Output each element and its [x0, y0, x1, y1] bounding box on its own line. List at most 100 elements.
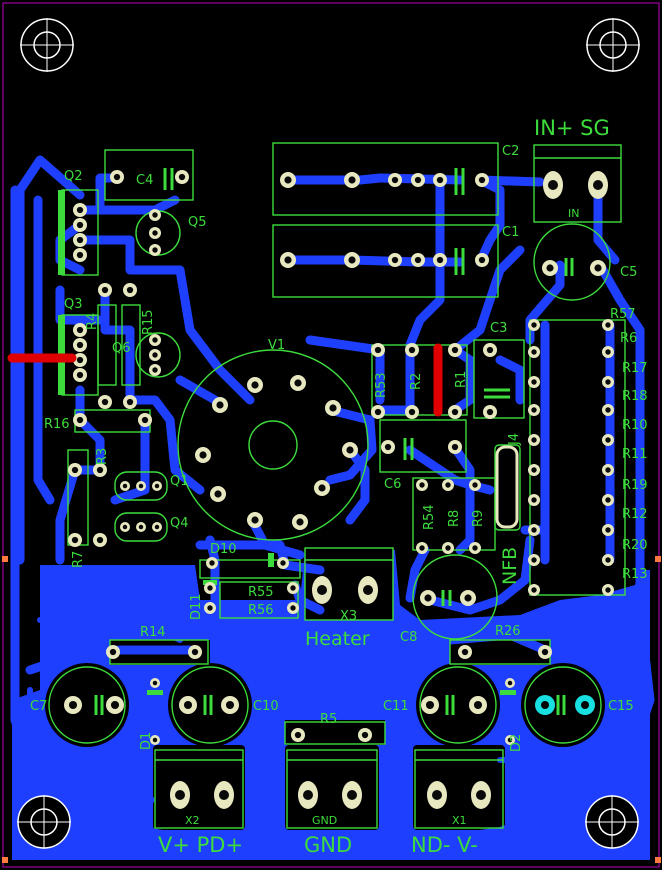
pads	[64, 170, 614, 809]
label-r3: R3	[95, 448, 110, 465]
pad-hole	[408, 408, 416, 416]
pad-hole	[152, 367, 158, 373]
pad-hole	[71, 466, 79, 474]
pad-hole	[251, 381, 259, 389]
q2-bar	[58, 190, 65, 275]
pad-hole	[209, 560, 215, 566]
pad-hole	[318, 484, 326, 492]
pad-hole	[531, 407, 537, 413]
pad-hole	[199, 451, 207, 459]
mounting-hole-br	[585, 795, 639, 849]
label-gnd-small: GND	[312, 814, 337, 827]
pad-hole	[154, 524, 160, 530]
pad-hole	[294, 731, 302, 739]
pad-hole	[152, 352, 158, 358]
label-r11: R11	[622, 447, 648, 462]
label-c4: C4	[136, 173, 153, 188]
pad-hole	[290, 605, 296, 611]
pad-hole	[138, 483, 144, 489]
pad-hole	[216, 401, 224, 409]
pad-hole	[76, 206, 84, 214]
label-d2: D2	[509, 734, 524, 752]
label-x1: X1	[452, 814, 467, 827]
pad-hole	[605, 587, 611, 593]
label-r19: R19	[622, 478, 648, 493]
pad-hole	[113, 173, 121, 181]
terminal-hole	[347, 790, 357, 800]
edge-markers	[2, 556, 661, 863]
label-r12: R12	[622, 507, 648, 522]
label-q5: Q5	[188, 215, 207, 230]
label-r53: R53	[374, 372, 389, 398]
label-r6: R6	[620, 331, 637, 346]
j4-header	[495, 445, 519, 529]
terminal-hole	[593, 180, 603, 190]
pad-hole	[76, 221, 84, 229]
pad-hole	[507, 737, 513, 743]
label-r26: R26	[495, 624, 521, 639]
label-r2: R2	[409, 373, 424, 390]
cap-symbols	[94, 168, 574, 715]
pad-hole	[605, 557, 611, 563]
pad-hole	[464, 594, 472, 602]
pad-hole	[76, 251, 84, 259]
pad-hole	[451, 443, 459, 451]
pad-hole	[408, 346, 416, 354]
label-x2: X2	[185, 814, 200, 827]
label-r17: R17	[622, 361, 648, 376]
pad-hole	[546, 264, 554, 272]
pad-hole	[152, 337, 158, 343]
pad-hole	[284, 176, 292, 184]
pad-hole	[472, 482, 478, 488]
pad-hole	[391, 256, 399, 264]
pad-hole	[152, 737, 158, 743]
pad-hole	[531, 557, 537, 563]
pad-hole	[76, 356, 84, 364]
pad-hole	[76, 326, 84, 334]
pad-hole	[605, 467, 611, 473]
label-r10: R10	[622, 418, 648, 433]
silkscreen-outlines	[48, 142, 626, 829]
label-heater: Heater	[305, 628, 370, 650]
label-d1: D1	[139, 732, 154, 750]
pad-hole	[419, 482, 425, 488]
label-r9: R9	[471, 510, 486, 527]
terminal-hole	[219, 790, 229, 800]
pad-hole	[154, 483, 160, 489]
pad-hole	[251, 516, 259, 524]
pad-hole	[214, 490, 222, 498]
pad-hole	[68, 700, 78, 710]
mounting-hole-tl	[20, 18, 74, 72]
pad-hole	[284, 256, 292, 264]
label-x3: X3	[340, 609, 357, 624]
pad-hole	[424, 594, 432, 602]
pad-hole	[152, 230, 158, 236]
label-c6: C6	[384, 477, 401, 492]
label-r7: R7	[71, 551, 86, 568]
pad-hole	[436, 256, 444, 264]
label-r54: R54	[422, 504, 437, 530]
pad-hole	[605, 379, 611, 385]
label-r15: R15	[141, 309, 156, 335]
label-r57: R57	[610, 307, 636, 322]
pad-hole	[451, 408, 459, 416]
terminal-hole	[476, 790, 486, 800]
pad-hole	[425, 700, 435, 710]
pad-hole	[436, 176, 444, 184]
pad-hole	[541, 648, 549, 656]
label-q6: Q6	[112, 341, 131, 356]
terminal-hole	[175, 790, 185, 800]
mounting-holes	[17, 18, 640, 849]
pad-hole	[531, 322, 537, 328]
pad-hole	[374, 408, 382, 416]
pad-hole	[461, 648, 469, 656]
pad-hole	[419, 545, 425, 551]
label-q1: Q1	[170, 474, 189, 489]
pad-hole	[486, 408, 494, 416]
pad-hole	[391, 176, 399, 184]
label-vplus-pdplus: V+ PD+	[158, 833, 243, 857]
pad-hole	[207, 585, 213, 591]
label-c2: C2	[502, 144, 519, 159]
pad-hole	[110, 700, 120, 710]
